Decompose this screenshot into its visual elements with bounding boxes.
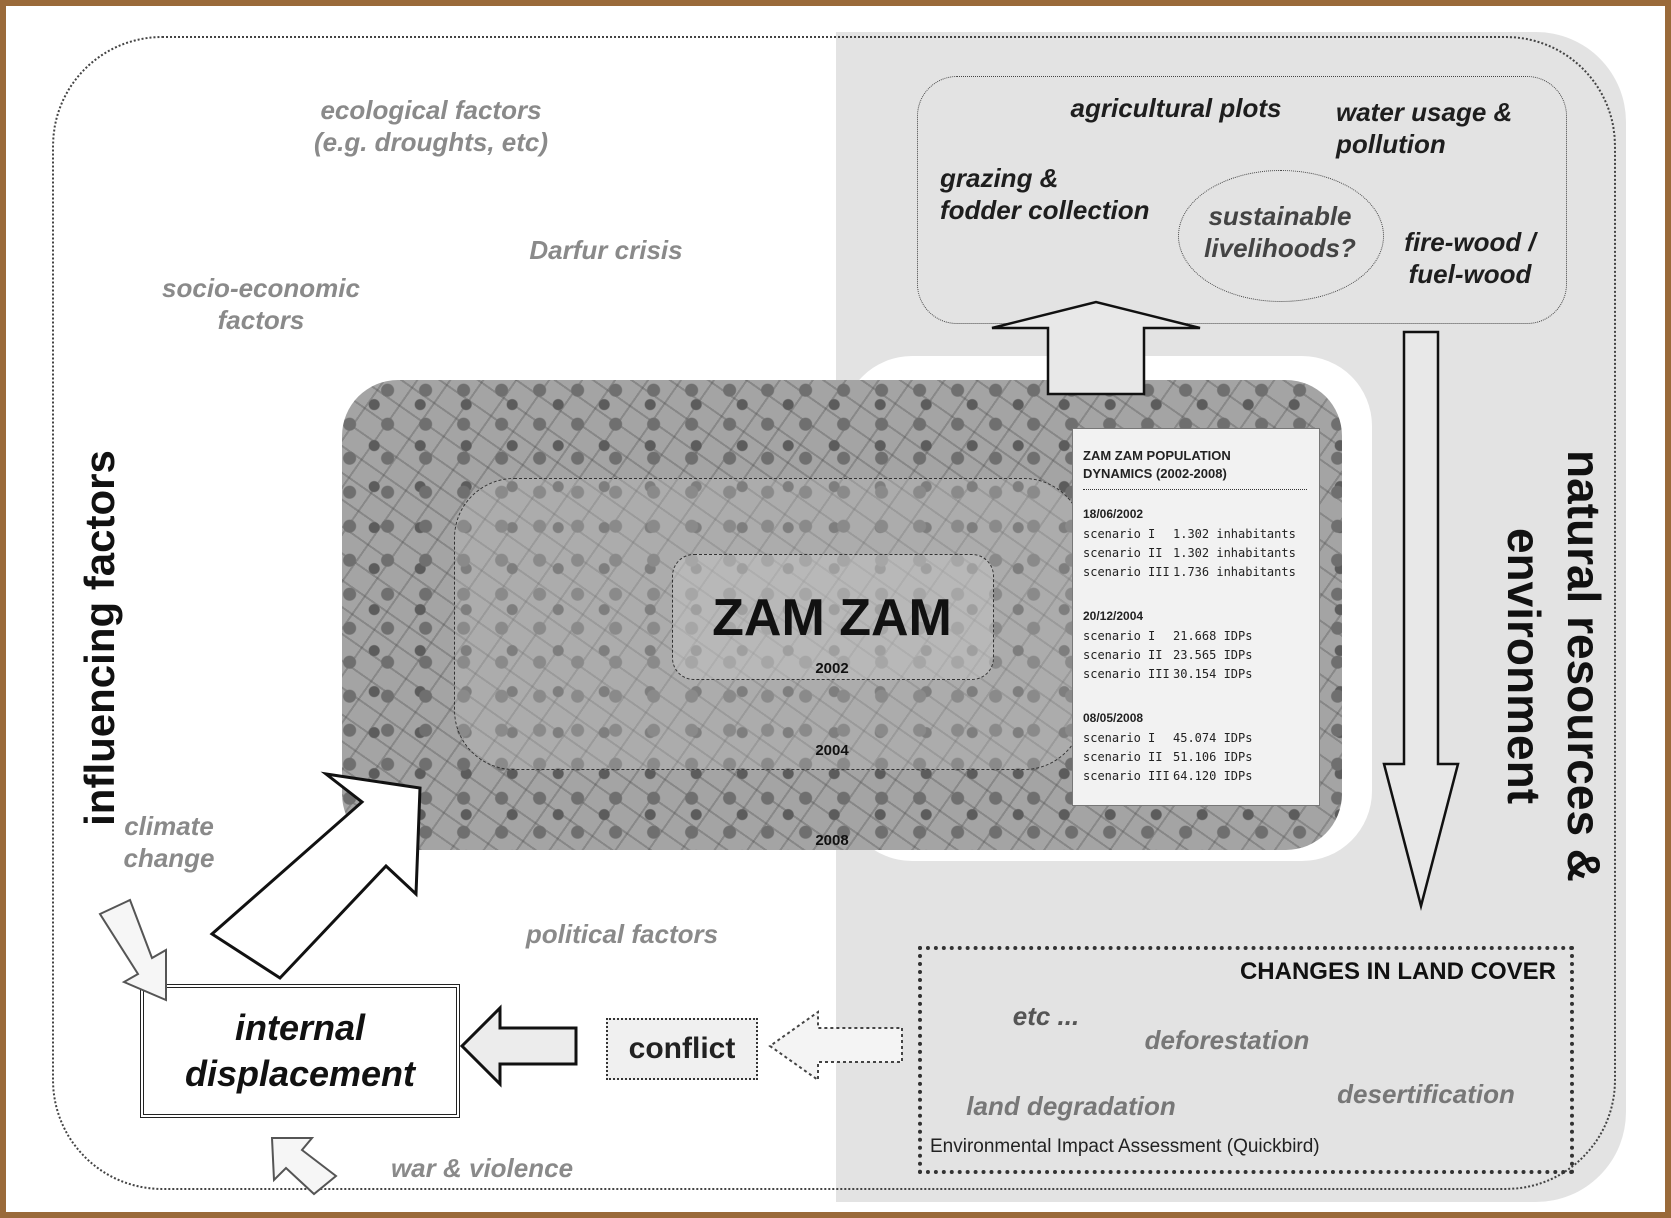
sustainable-livelihoods-label: sustainable livelihoods? — [1204, 201, 1356, 263]
agricultural-plots-label: agricultural plots — [1070, 93, 1282, 123]
up-arrow — [991, 300, 1201, 396]
scenario-label: scenario I — [1083, 527, 1156, 541]
arrows-layer — [98, 300, 1460, 1196]
landcover-to-conflict-arrow — [768, 1010, 903, 1082]
scenario-value: 23.565 IDPs — [1173, 648, 1253, 662]
population-dynamics-panel: ZAM ZAM POPULATION DYNAMICS (2002-2008) … — [1072, 428, 1320, 806]
sustainable-livelihoods-ellipse — [1178, 170, 1384, 302]
etc-label: etc ... — [1012, 1001, 1080, 1031]
conflict-box: conflict — [606, 1018, 758, 1080]
group-date: 08/05/2008 — [1083, 711, 1144, 725]
population-row: scenario I 45.074 IDPs — [1083, 729, 1313, 748]
zamzam-title: ZAM ZAM — [712, 589, 952, 647]
land-degradation-label: land degradation — [966, 1091, 1176, 1121]
population-row: scenario II 51.106 IDPs — [1083, 748, 1313, 767]
scenario-value: 51.106 IDPs — [1173, 750, 1253, 764]
war-violence-label: war & violence — [390, 1153, 574, 1183]
scenario-value: 64.120 IDPs — [1173, 769, 1253, 783]
population-row: scenario II 23.565 IDPs — [1083, 646, 1313, 665]
scenario-value: 1.302 inhabitants — [1173, 527, 1296, 541]
firewood-label: fire-wood / fuel-wood — [1404, 227, 1536, 289]
darfur-crisis-label: Darfur crisis — [529, 235, 683, 265]
year-2002-label: 2002 — [815, 660, 849, 677]
scenario-label: scenario II — [1083, 546, 1163, 560]
conflict-to-displacement-arrow — [459, 1004, 578, 1088]
group-date: 18/06/2002 — [1083, 507, 1144, 521]
diagram-canvas: ecological factors (e.g. droughts, etc) … — [6, 6, 1665, 1212]
influencing-factors-frame — [52, 36, 1616, 1190]
internal-displacement-box: internal displacement — [140, 984, 460, 1118]
land-cover-box — [918, 946, 1574, 1174]
scenario-value: 21.668 IDPs — [1173, 629, 1253, 643]
population-row: scenario I 1.302 inhabitants — [1083, 525, 1313, 544]
population-group-2004: 20/12/2004 scenario I 21.668 IDPs scenari… — [1083, 609, 1313, 684]
land-cover-title: CHANGES IN LAND COVER — [1239, 958, 1556, 985]
resource-use-box — [917, 76, 1567, 324]
extent-2002-outline — [672, 554, 994, 680]
scenario-label: scenario II — [1083, 750, 1163, 764]
extent-2004-outline — [454, 478, 1084, 770]
down-arrow — [1382, 330, 1460, 911]
displacement-to-camp-arrow — [209, 771, 422, 980]
scenario-value: 45.074 IDPs — [1173, 731, 1253, 745]
ecological-factors-label: ecological factors (e.g. droughts, etc) — [314, 95, 548, 157]
grazing-label: grazing & fodder collection — [940, 163, 1150, 225]
scenario-value: 30.154 IDPs — [1173, 667, 1253, 681]
year-2008-label: 2008 — [815, 832, 849, 849]
scenario-label: scenario III — [1083, 565, 1170, 579]
desertification-label: desertification — [1337, 1079, 1515, 1109]
group-date: 20/12/2004 — [1083, 609, 1144, 623]
population-group-2008: 08/05/2008 scenario I 45.074 IDPs scenari… — [1083, 711, 1313, 786]
socio-economic-label: socio-economic factors — [162, 273, 360, 335]
population-group-2002: 18/06/2002 scenario I 1.302 inhabitants s… — [1083, 507, 1313, 582]
eia-caption: Environmental Impact Assessment (Quickbi… — [930, 1136, 1320, 1157]
political-factors-label: political factors — [525, 919, 719, 949]
scenario-label: scenario III — [1083, 769, 1170, 783]
scenario-label: scenario III — [1083, 667, 1170, 681]
scenario-label: scenario II — [1083, 648, 1163, 662]
population-title: ZAM ZAM POPULATION DYNAMICS (2002-2008) — [1083, 447, 1307, 490]
climate-change-arrow — [98, 898, 167, 1002]
population-row: scenario I 21.668 IDPs — [1083, 627, 1313, 646]
scenario-label: scenario I — [1083, 731, 1156, 745]
water-usage-label: water usage & pollution — [1336, 97, 1513, 159]
scenario-value: 1.302 inhabitants — [1173, 546, 1296, 560]
year-2004-label: 2004 — [815, 742, 849, 759]
deforestation-label: deforestation — [1144, 1025, 1310, 1055]
climate-change-label: climate change — [123, 811, 215, 873]
scenario-value: 1.736 inhabitants — [1173, 565, 1296, 579]
war-violence-arrow — [270, 1137, 338, 1196]
population-row: scenario II 1.302 inhabitants — [1083, 544, 1313, 563]
scenario-label: scenario I — [1083, 629, 1156, 643]
